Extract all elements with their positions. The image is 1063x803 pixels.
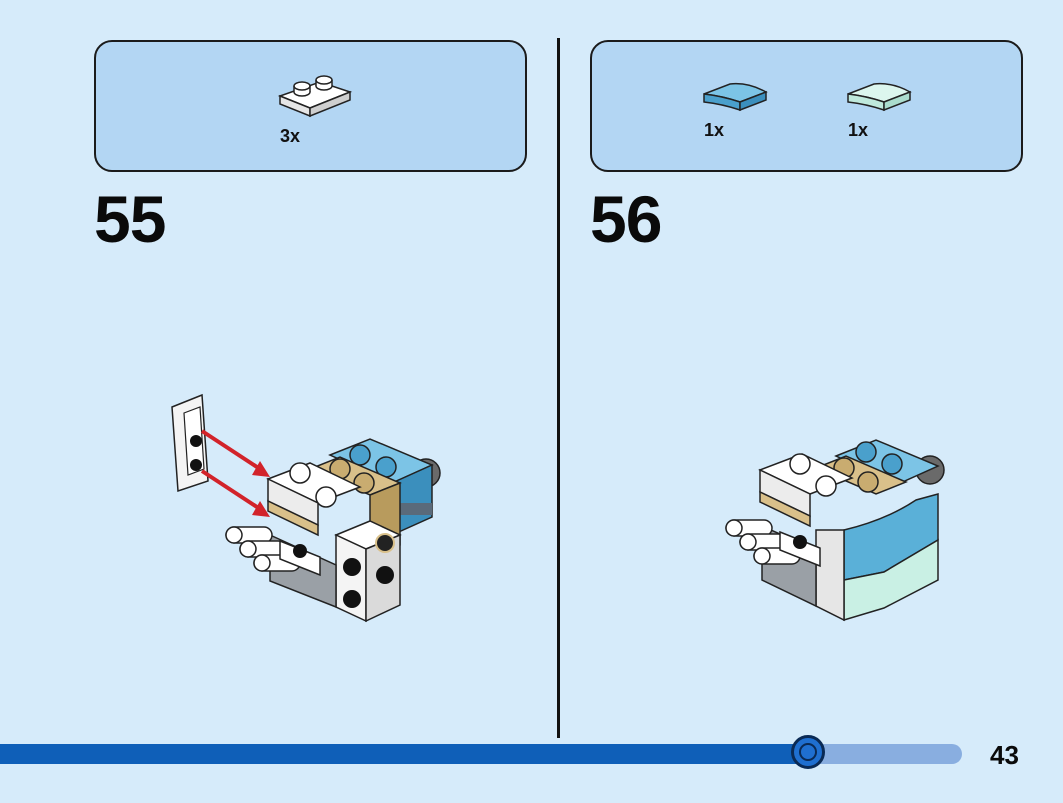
aqua-curved-slope-icon xyxy=(847,82,912,112)
step-55-build-illustration xyxy=(171,393,441,623)
part-quantity: 1x xyxy=(704,120,725,140)
step-number-55: 55 xyxy=(94,182,166,256)
parts-callout-step-55: 3x xyxy=(94,40,527,172)
white-plate-1x2-icon xyxy=(277,75,353,118)
page-number: 43 xyxy=(990,740,1019,770)
part-quantity: 3x xyxy=(280,126,301,146)
step-divider xyxy=(557,38,560,738)
part-quantity: 1x xyxy=(848,120,869,140)
progress-indicator xyxy=(791,735,826,769)
step-number-56: 56 xyxy=(590,182,662,256)
instruction-progress-bar xyxy=(0,735,962,769)
parts-callout-step-56: 1x 1x xyxy=(590,40,1023,172)
step-56-build-illustration xyxy=(725,439,945,622)
azure-curved-slope-icon xyxy=(703,82,768,112)
progress-fill xyxy=(0,744,809,764)
